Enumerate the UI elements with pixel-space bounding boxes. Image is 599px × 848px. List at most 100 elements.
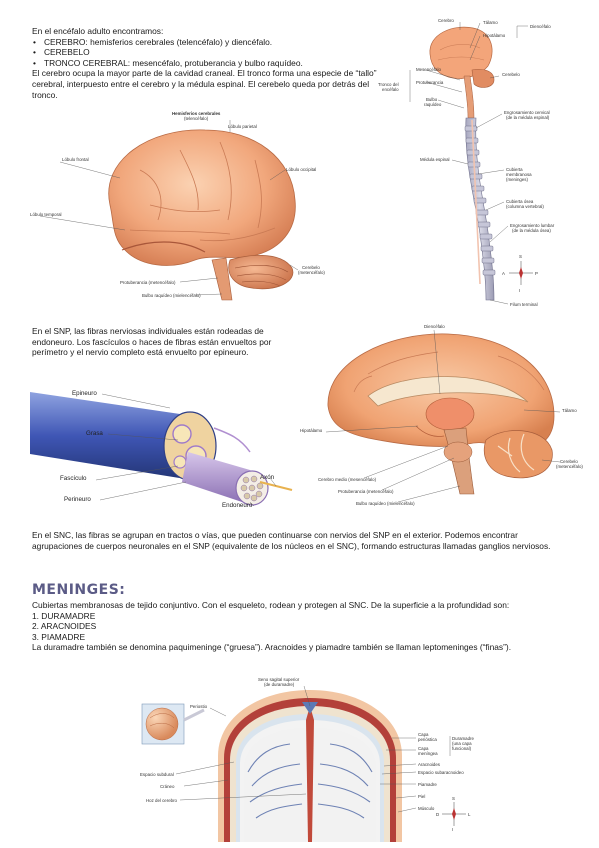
figure-cns-side: Cerebro Tálamo Hipotálamo Diencéfalo Mes…	[368, 14, 578, 310]
label-axon: Axón	[260, 474, 275, 481]
label-talamo: Tálamo	[483, 20, 498, 25]
section-heading-meninges: MENINGES:	[32, 582, 126, 598]
figure-lateral-brain: Hemisferios cerebrales (telencéfalo) Lób…	[30, 110, 330, 310]
label-endoneuro: Endoneuro	[222, 502, 253, 509]
compass-icon	[509, 261, 533, 285]
snp-paragraph: En el SNP, las fibras nerviosas individu…	[32, 326, 272, 358]
compass-d: D	[436, 812, 440, 817]
label-piamadre: Piamadre	[418, 782, 437, 787]
label-cubierta-memb-3: (meninges)	[506, 177, 528, 182]
lateral-brain-illustration	[39, 120, 299, 301]
meninges-note: La duramadre también se denomina paquime…	[32, 642, 512, 653]
label-bulbo: Bulbo raquídeo (mielencéfalo)	[142, 293, 201, 298]
list-item: CEREBELO	[32, 47, 394, 58]
label-cubierta-memb: Cubierta	[506, 167, 523, 172]
label-capa-periostica: Capa	[418, 732, 429, 737]
list-item: TRONCO CEREBRAL: mesencéfalo, protuberan…	[32, 58, 394, 69]
label-capa-meningea-2: meníngea	[418, 751, 438, 756]
label-capa-meningea: Capa	[418, 746, 429, 751]
compass-i: I	[519, 288, 521, 293]
label-cubierta-osea: Cubierta ósea	[506, 199, 534, 204]
label-bulbo-sag: Bulbo raquídeo (mielencéfalo)	[356, 501, 415, 506]
label-lobulo-temporal: Lóbulo temporal	[30, 212, 62, 217]
label-medula: Médula espinal	[420, 157, 450, 162]
label-epineuro: Epineuro	[72, 390, 97, 397]
label-engr-cervical: Engrosamiento cervical	[504, 110, 550, 115]
label-cubierta-osea-2: (columna vertebral)	[506, 204, 544, 209]
label-diencefalo: Diencéfalo	[530, 24, 551, 29]
list-item: 2. ARACNOIDES	[32, 621, 97, 632]
label-lobulo-occipital: Lóbulo occipital	[286, 167, 317, 172]
intro-block: En el encéfalo adulto encontramos: CEREB…	[32, 26, 394, 100]
compass-a: A	[502, 271, 505, 276]
label-cerebelo-sub: (metencéfalo)	[298, 270, 325, 275]
label-lobulo-parietal: Lóbulo parietal	[228, 124, 257, 129]
cns-side-illustration	[409, 22, 528, 305]
figure-sagittal-brain: Diencéfalo Hipotálamo Tálamo Cerebro med…	[298, 322, 584, 508]
label-duramadre-2: (una capa	[452, 741, 472, 746]
label-cubierta-memb-2: membranosa	[506, 172, 532, 177]
label-diencefalo-sag: Diencéfalo	[424, 324, 445, 329]
label-piel: Piel	[418, 794, 426, 799]
label-mesencefalo: Mesencéfalo	[416, 67, 441, 72]
label-esp-subaracnoideo: Espacio subaracnoideo	[418, 770, 464, 775]
sagittal-brain-illustration	[325, 329, 561, 503]
meninges-intro: Cubiertas membranosas de tejido conjunti…	[32, 600, 510, 610]
label-protuberancia: Protuberancia (metencéfalo)	[120, 280, 176, 285]
label-hipotalamo-sag: Hipotálamo	[300, 428, 323, 433]
label-engr-lumbar: Engrosamiento lumbar	[510, 223, 555, 228]
compass-icon	[442, 802, 466, 826]
figure-meninges: Seno sagital superior (de duramadre) Per…	[140, 676, 480, 842]
figure-nerve: Epineuro Grasa Fascículo Perineuro Endon…	[30, 378, 293, 510]
intro-paragraph: El cerebro ocupa la mayor parte de la ca…	[32, 68, 377, 100]
label-musculo: Músculo	[418, 806, 435, 811]
label-filum: Filum terminal	[510, 302, 538, 307]
label-talamo-sag: Tálamo	[562, 408, 577, 413]
compass-s: S	[519, 254, 522, 259]
label-bulbo-cns: Bulbo	[426, 97, 438, 102]
label-cerebelo: Cerebelo	[302, 265, 320, 270]
label-engr-lumbar-2: (de la médula ósea)	[512, 228, 551, 233]
meninges-block: Cubiertas membranosas de tejido conjunti…	[32, 600, 566, 653]
label-fasciculo: Fascículo	[60, 475, 87, 482]
label-capa-periostica-2: perióstica	[418, 737, 437, 742]
label-protuberancia-cns: Protuberancia	[416, 80, 444, 85]
label-periostio: Periostio	[190, 704, 208, 709]
label-cerebro-medio: Cerebro medio (mesencéfalo)	[318, 477, 377, 482]
label-cerebelo-sag: Cerebelo	[560, 459, 578, 464]
label-seno-2: (de duramadre)	[264, 682, 295, 687]
label-cerebro: Cerebro	[438, 18, 454, 23]
intro-lead: En el encéfalo adulto encontramos:	[32, 26, 164, 36]
compass-l: L	[468, 812, 471, 817]
label-telencefalo: (telencéfalo)	[184, 116, 209, 121]
meninges-illustration	[141, 685, 466, 842]
list-item: 1. DURAMADRE	[32, 610, 96, 621]
label-lobulo-frontal: Lóbulo frontal	[62, 157, 89, 162]
label-bulbo-cns-2: raquídeo	[424, 102, 442, 107]
label-seno: Seno sagital superior	[258, 677, 300, 682]
label-hoz: Hoz del cerebro	[146, 798, 177, 803]
label-craneo: Cráneo	[160, 784, 175, 789]
nerve-illustration	[30, 392, 293, 507]
label-aracnoides: Aracnoides	[418, 762, 440, 767]
label-hemisferios: Hemisferios cerebrales	[172, 111, 221, 116]
label-hipotalamo: Hipotálamo	[483, 33, 506, 38]
label-protuberancia-sag: Protuberancia (metencéfalo)	[338, 489, 394, 494]
label-duramadre: Duramadre	[452, 736, 474, 741]
label-perineuro: Perineuro	[64, 496, 91, 503]
label-tronco-2: encéfalo	[382, 87, 399, 92]
label-grasa: Grasa	[86, 430, 103, 437]
snc-paragraph: En el SNC, las fibras se agrupan en trac…	[32, 530, 551, 551]
label-engr-cervical-2: (de la médula espinal)	[506, 115, 550, 120]
label-espacio-subdural: Espacio subdural	[140, 772, 174, 777]
label-duramadre-3: funcional)	[452, 746, 472, 751]
label-cerebelo-cns: Cerebelo	[502, 72, 520, 77]
compass-i: I	[452, 827, 454, 832]
list-item: 3. PIAMADRE	[32, 631, 86, 642]
meninges-list: 1. DURAMADRE 2. ARACNOIDES 3. PIAMADRE	[32, 611, 566, 643]
encephalon-parts-list: CEREBRO: hemisferios cerebrales (telencé…	[32, 37, 394, 69]
label-cerebelo-sag-2: (metencéfalo)	[556, 464, 583, 469]
compass-s: S	[452, 796, 455, 801]
label-tronco: Tronco del	[378, 82, 399, 87]
list-item: CEREBRO: hemisferios cerebrales (telencé…	[32, 37, 394, 48]
